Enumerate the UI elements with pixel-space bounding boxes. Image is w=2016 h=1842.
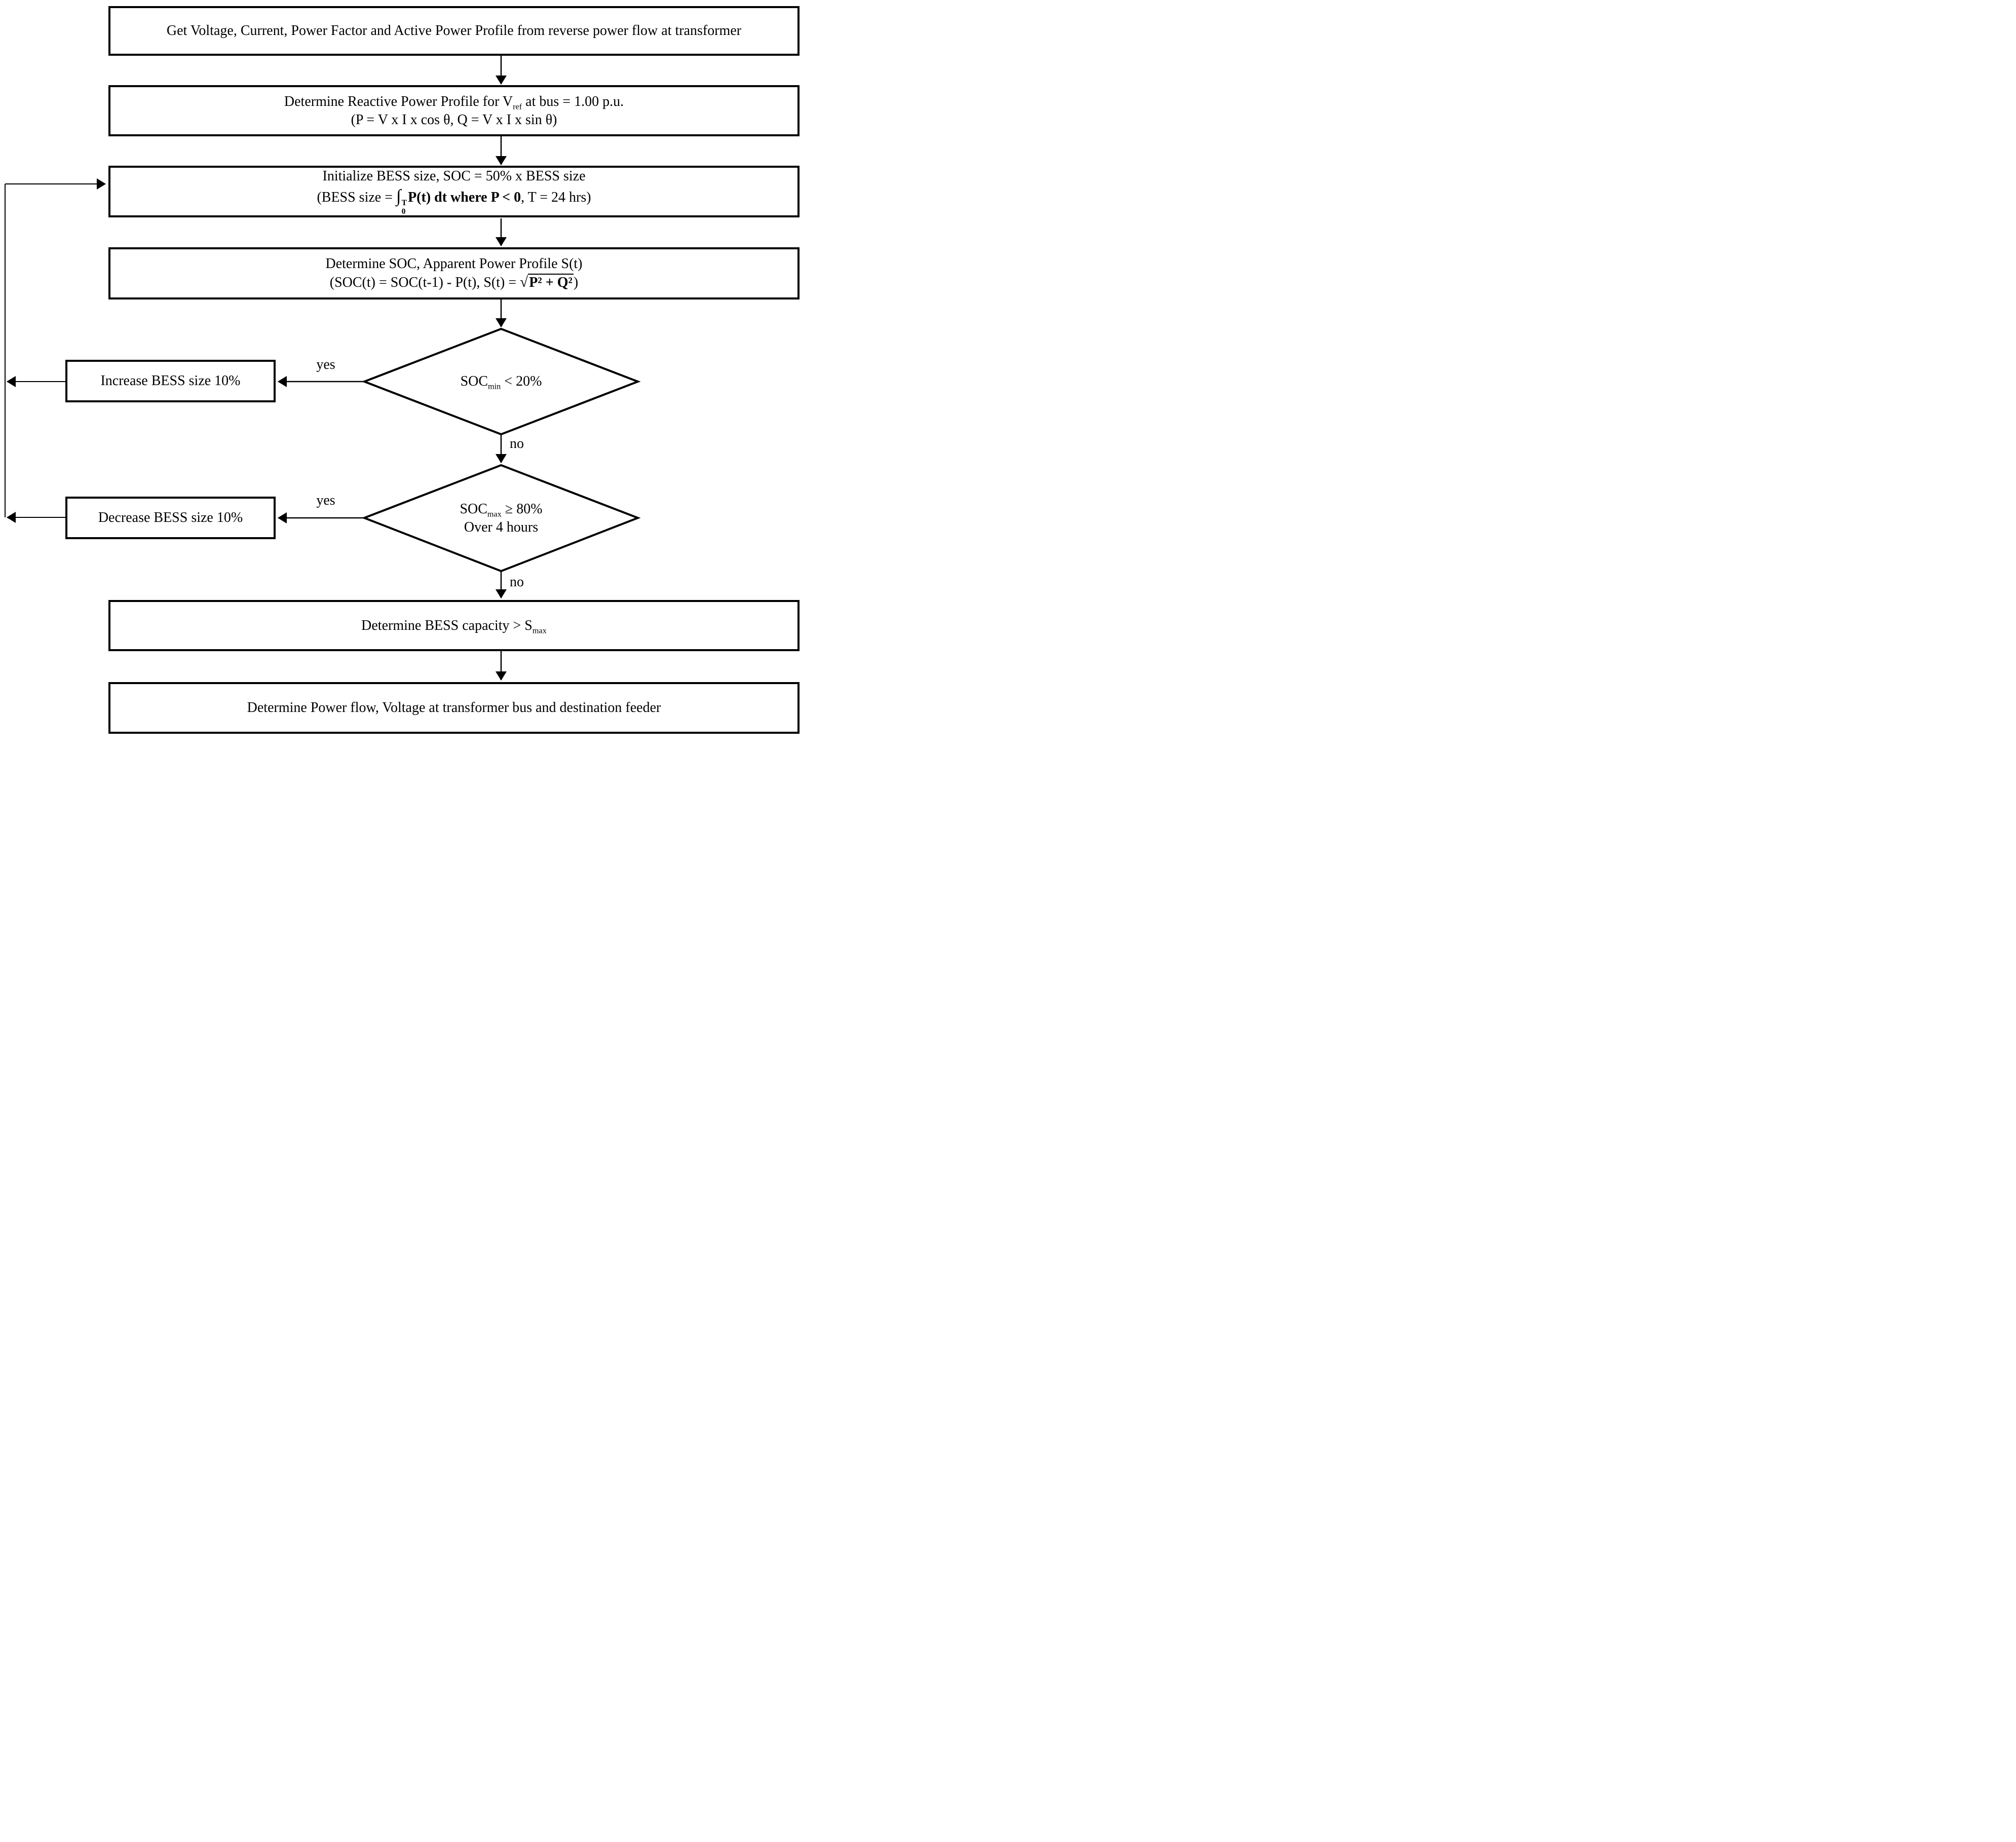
- decision-diamond-soc-min-label: SOCmin < 20%: [460, 373, 542, 391]
- yes-label-diamond2: yes: [316, 493, 335, 508]
- process-box-determine-soc: Determine SOC, Apparent Power Profile S(…: [108, 247, 800, 299]
- soc-min-subscript: min: [488, 382, 501, 391]
- bess-sizing-flowchart: Get Voltage, Current, Power Factor and A…: [0, 0, 807, 737]
- process-box-power-flow: Determine Power flow, Voltage at transfo…: [108, 682, 800, 734]
- action-box-increase-bess: Increase BESS size 10%: [65, 360, 276, 402]
- process-box-power-flow-text: Determine Power flow, Voltage at transfo…: [247, 700, 661, 716]
- decision-diamond-soc-min-shape: [361, 327, 641, 436]
- decision-diamond-soc-max-line2: Over 4 hours: [464, 519, 539, 535]
- yes-label-diamond1: yes: [316, 357, 335, 372]
- process-box-reactive-power-line2: (P = V x I x cos θ, Q = V x I x sin θ): [351, 111, 557, 128]
- process-box-determine-soc-line2: (SOC(t) = SOC(t-1) - P(t), S(t) = √P² + …: [329, 273, 579, 290]
- no-label-diamond1: no: [510, 436, 524, 452]
- process-box-initialize-bess-line1: Initialize BESS size, SOC = 50% x BESS s…: [322, 168, 586, 184]
- decision-diamond-soc-max-shape: [361, 464, 641, 573]
- process-box-reactive-power: Determine Reactive Power Profile for Vre…: [108, 85, 800, 136]
- process-box-get-profiles: Get Voltage, Current, Power Factor and A…: [108, 6, 800, 56]
- action-box-decrease-bess: Decrease BESS size 10%: [65, 497, 276, 539]
- process-box-determine-soc-line1: Determine SOC, Apparent Power Profile S(…: [325, 255, 583, 272]
- radicand: P² + Q²: [528, 273, 574, 290]
- process-box-initialize-bess: Initialize BESS size, SOC = 50% x BESS s…: [108, 166, 800, 217]
- process-box-reactive-power-line1: Determine Reactive Power Profile for Vre…: [284, 93, 624, 111]
- no-label-diamond2: no: [510, 574, 524, 590]
- action-box-decrease-bess-text: Decrease BESS size 10%: [98, 510, 243, 526]
- process-box-bess-capacity-text: Determine BESS capacity > Smax: [361, 617, 547, 635]
- square-root-icon: √: [520, 274, 528, 290]
- action-box-increase-bess-text: Increase BESS size 10%: [100, 373, 241, 389]
- s-max-subscript: max: [532, 626, 547, 635]
- decision-diamond-soc-max-label: SOCmax ≥ 80% Over 4 hours: [400, 496, 602, 541]
- soc-max-subscript: max: [487, 509, 502, 519]
- vref-subscript: ref: [513, 102, 522, 111]
- process-box-get-profiles-text: Get Voltage, Current, Power Factor and A…: [166, 23, 742, 39]
- flowchart-connectors: [5, 55, 641, 681]
- integral-icon: ∫: [396, 186, 401, 206]
- process-box-bess-capacity: Determine BESS capacity > Smax: [108, 600, 800, 651]
